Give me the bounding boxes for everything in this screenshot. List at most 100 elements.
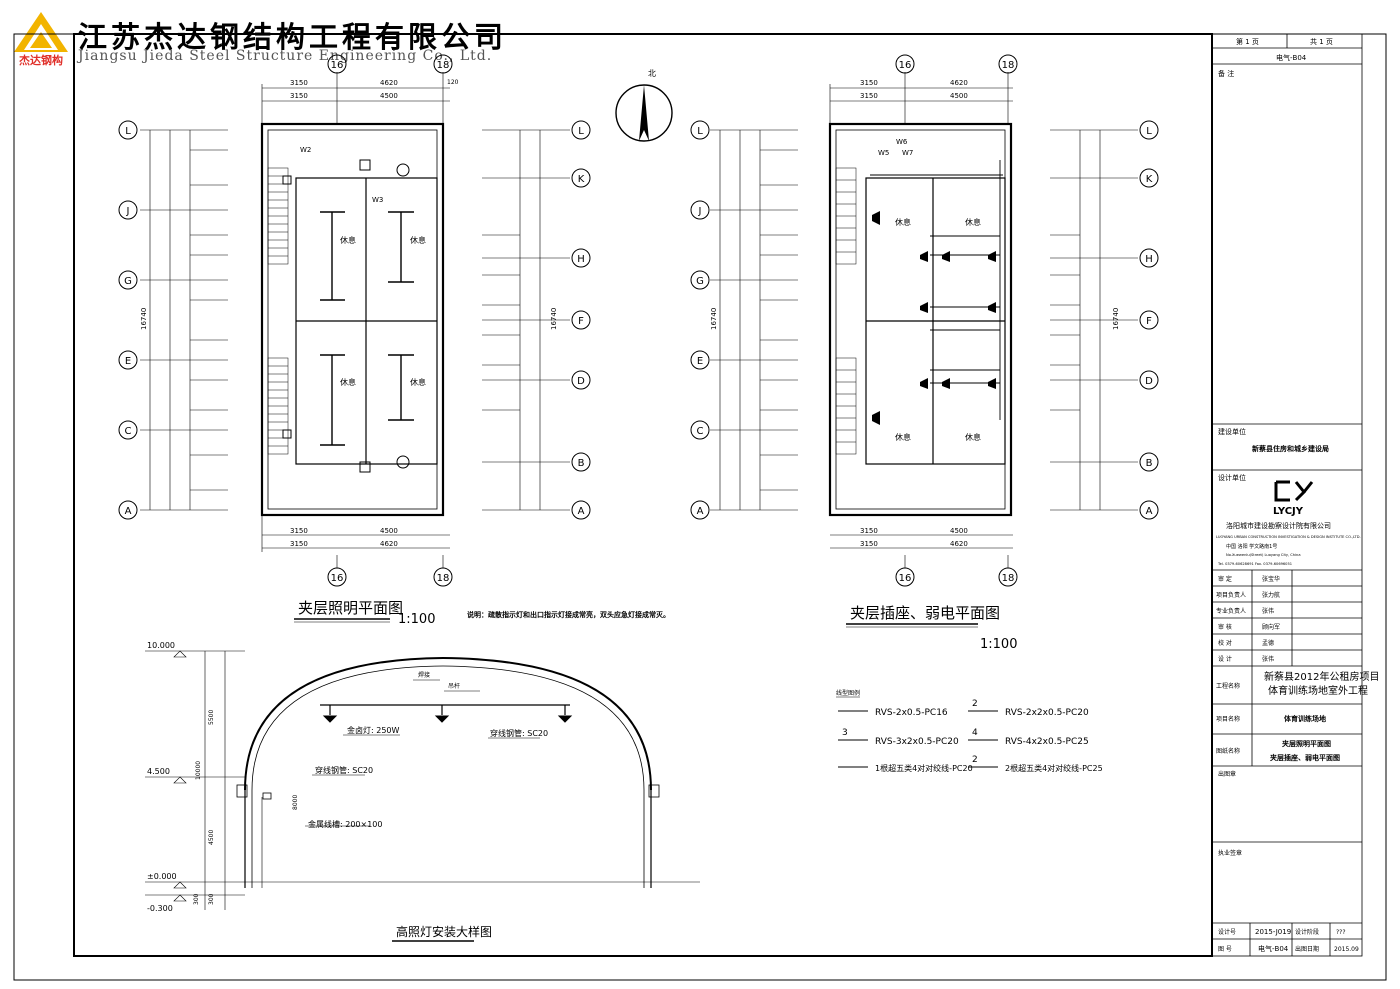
dim-bot-1: 3150 (290, 527, 308, 535)
row-bubbles-left-2: L J G E C A (690, 120, 710, 520)
tb-name-6: 张伟 (1262, 655, 1274, 663)
legend-mark-3: 3 (842, 728, 848, 738)
p2-dim-4: 4500 (950, 92, 968, 100)
circuit-w6: W6 (896, 138, 908, 146)
north-arrow: 北 (615, 69, 673, 142)
legend-item-4: RVS-4x2x0.5-PC25 (1005, 737, 1089, 747)
tb-role-3: 专业负责人 (1216, 607, 1246, 615)
tb-drawing-label: 图纸名称 (1216, 747, 1240, 755)
p2-axis-l: L (697, 126, 703, 137)
label-pipe2: 穿线钢管: SC20 (315, 765, 373, 775)
tb-name-2: 张力航 (1262, 591, 1280, 599)
tb-designer-name-en: LUOYANG URBAN CONSTRUCTION INVESTIGATION… (1216, 535, 1361, 539)
label-hanger: 吊杆 (448, 682, 460, 690)
label-weld: 焊接 (418, 671, 430, 679)
tb-designer-label: 设计单位 (1218, 473, 1246, 482)
tb-designer-addr-en: No.Xuewenlu(Street) Luoyang City, China (1226, 553, 1301, 557)
logo-text: 杰达钢构 (19, 54, 63, 67)
dim-300-2: 300 (193, 893, 200, 905)
dim-top-4: 4500 (380, 92, 398, 100)
tb-total: 共 1 页 (1310, 37, 1333, 46)
axis-a-r: A (578, 506, 585, 517)
plan1-scale: 1:100 (398, 612, 435, 627)
axis-h-r: H (577, 254, 585, 265)
legend-item-5: 1根超五类4对对绞线-PC20 (875, 763, 973, 773)
legend-mark-4: 4 (972, 728, 978, 738)
room-1: 休息 (340, 235, 356, 245)
legend-item-2: RVS-2x2x0.5-PC20 (1005, 708, 1089, 718)
tb-name-3: 张伟 (1262, 607, 1274, 615)
plan2-title: 夹层插座、弱电平面图 (850, 604, 1000, 622)
tb-remarks: 备 注 (1218, 69, 1234, 78)
circuit-w5: W5 (878, 149, 889, 157)
tb-design-no-label: 设计号 (1218, 928, 1236, 936)
legend-item-1: RVS-2x0.5-PC16 (875, 708, 948, 718)
p2-axis-a-r: A (1146, 506, 1153, 517)
tb-page: 第 1 页 (1236, 37, 1259, 46)
tb-date: 2015.09 (1334, 946, 1359, 953)
line-legend: 线型图例 2 3 4 2 RVS-2x0.5-PC16 RVS-2x2x0.5-… (836, 689, 1103, 773)
right-total-dim: 16740 (550, 308, 558, 330)
axis-18-bot: 18 (437, 573, 450, 584)
dim-4500: 4500 (208, 830, 215, 845)
dim-10000: 10000 (195, 761, 202, 780)
tb-name-1: 张宝华 (1262, 575, 1280, 583)
p2-dim-1: 3150 (860, 79, 878, 87)
plan1-title: 夹层照明平面图 (298, 599, 403, 617)
elev-0: ±0.000 (147, 872, 177, 881)
tb-designer-addr: 中国 洛阳 学文路南1号 (1226, 543, 1277, 550)
plan1-note: 说明：疏散指示灯和出口指示灯接成常亮，双头应急灯接成常灭。 (467, 610, 670, 619)
circuit-w3: W3 (372, 196, 383, 204)
legend-mark-2: 2 (972, 699, 978, 709)
tb-stamp: 出图章 (1218, 770, 1236, 778)
axis-l-r: L (578, 126, 584, 137)
p2-dim-3: 3150 (860, 92, 878, 100)
row-bubbles-right-2: L K H F D B A (1139, 120, 1159, 520)
axis-j: J (126, 206, 130, 217)
tb-client-label: 建设单位 (1218, 427, 1246, 436)
axis-c: C (125, 426, 132, 437)
p2-axis-k-r: K (1146, 174, 1153, 185)
tb-role-4: 审 核 (1218, 623, 1232, 631)
axis-b-r: B (578, 458, 585, 469)
axis-a: A (125, 506, 132, 517)
dim-top-5: 120 (447, 79, 459, 86)
p2-axis-b-r: B (1146, 458, 1153, 469)
p2-dim-7: 3150 (860, 540, 878, 548)
room-2: 休息 (410, 235, 426, 245)
tb-phase-label: 设计阶段 (1295, 928, 1319, 936)
p2-axis-g: G (696, 276, 704, 287)
tb-drawing-2: 夹层插座、弱电平面图 (1270, 753, 1340, 762)
axis-l: L (125, 126, 131, 137)
p2-left-total: 16740 (710, 308, 718, 330)
left-total-dim: 16740 (140, 308, 148, 330)
p2-dim-6: 4500 (950, 527, 968, 535)
tb-role-5: 校 对 (1218, 639, 1232, 647)
tb-role-1: 审 定 (1218, 575, 1232, 583)
axis-16-top: 16 (331, 60, 344, 71)
axis-k-r: K (578, 174, 585, 185)
tb-project-1: 新蔡县2012年公租房项目 (1264, 670, 1379, 683)
tb-project-label: 工程名称 (1216, 682, 1240, 690)
tb-role-2: 项目负责人 (1216, 591, 1246, 599)
circuit-w7: W7 (902, 149, 913, 157)
axis-18-top: 18 (437, 60, 450, 71)
axis-g: G (124, 276, 132, 287)
axis-f-r: F (578, 316, 584, 327)
p2-axis-c: C (697, 426, 704, 437)
legend-title: 线型图例 (836, 689, 860, 697)
tb-client: 新蔡县住房和城乡建设局 (1252, 444, 1329, 453)
dim-8000: 8000 (292, 795, 299, 810)
p2-axis-d-r: D (1145, 376, 1153, 387)
axis-d-r: D (577, 376, 585, 387)
room-4: 休息 (410, 377, 426, 387)
company-logo (12, 10, 70, 68)
dim-top-3: 3150 (290, 92, 308, 100)
room-3: 休息 (340, 377, 356, 387)
p2-axis-h-r: H (1145, 254, 1153, 265)
tb-designer-name: 洛阳城市建设勘察设计院有限公司 (1226, 521, 1331, 530)
p2-room-4: 休息 (965, 432, 981, 442)
row-bubbles-right-1: L K H F D B A (571, 120, 591, 520)
section-title: 高照灯安装大样图 (396, 924, 492, 939)
